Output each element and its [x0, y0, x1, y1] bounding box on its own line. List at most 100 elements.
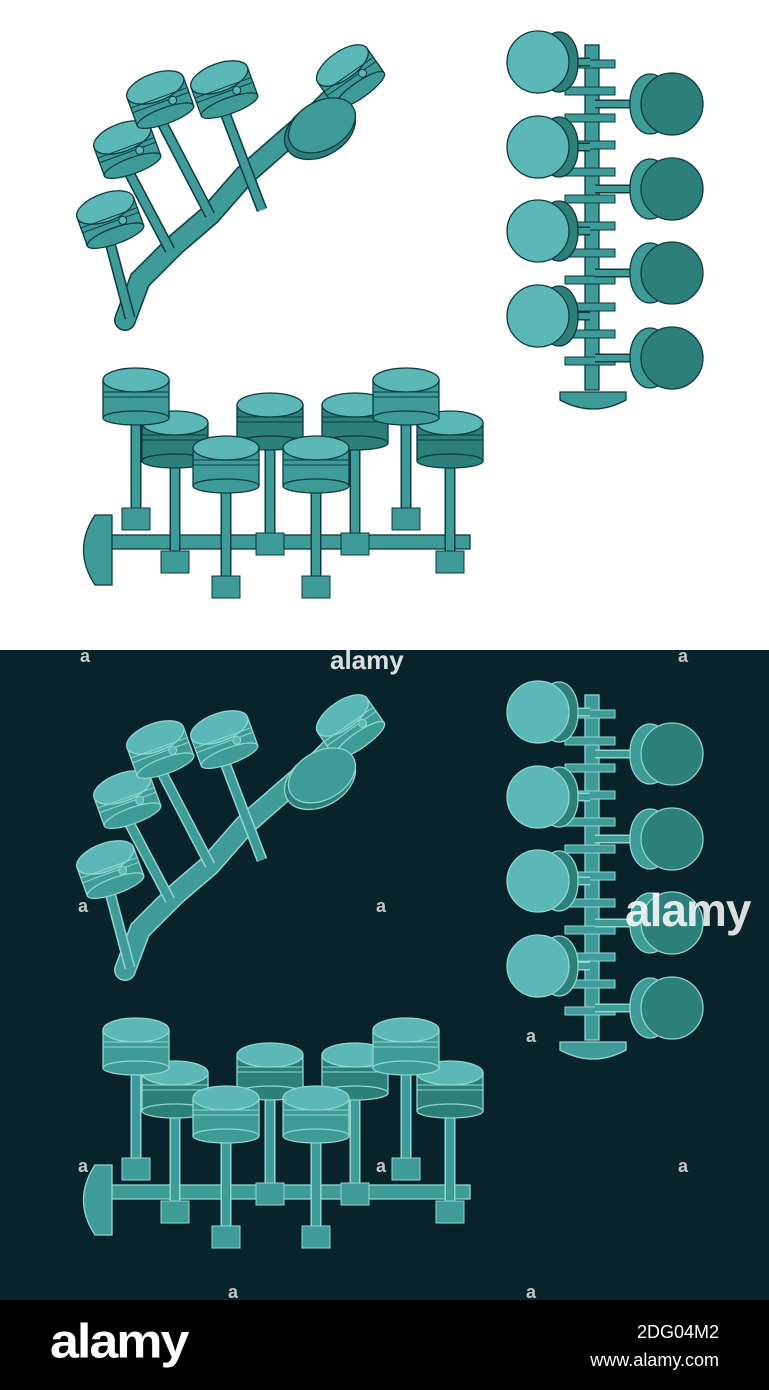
piston-front: [372, 1017, 440, 1181]
piston: [76, 190, 145, 250]
piston: [126, 720, 195, 780]
piston-ring: [97, 787, 155, 809]
piston-top-view: [640, 72, 704, 136]
watermark-mark: a: [78, 896, 89, 916]
piston-base: [372, 1060, 440, 1076]
flywheel-front: [82, 1164, 113, 1236]
piston-ring: [99, 141, 157, 164]
piston-crown: [190, 60, 249, 95]
piston-base: [416, 453, 484, 469]
piston-base: [192, 1128, 260, 1144]
dark-illustration-panel: [0, 650, 769, 1300]
flywheel-top: [559, 1041, 627, 1060]
crank-throw: [211, 1225, 241, 1249]
connecting-rod: [154, 763, 214, 867]
crank-throw: [160, 550, 190, 574]
stock-footer-bar: alamy 2DG04M2 www.alamy.com: [0, 1300, 769, 1390]
piston-pin: [232, 735, 242, 745]
watermark-mark: a: [78, 1156, 89, 1176]
connecting-rod: [121, 813, 174, 902]
piston-top-view: [640, 807, 704, 871]
piston-crown: [282, 1085, 350, 1111]
crank-throw: [391, 507, 421, 531]
piston-pin: [135, 795, 145, 805]
piston-ring: [82, 861, 140, 884]
crank-web: [564, 113, 616, 123]
piston-front: [102, 1017, 170, 1181]
connecting-rod: [218, 753, 266, 862]
piston-base: [282, 478, 350, 494]
piston-pin: [118, 215, 128, 225]
piston-back: [321, 1042, 389, 1206]
piston-bottom: [86, 222, 145, 250]
connecting-rod: [121, 163, 174, 252]
flywheel-face: [287, 747, 357, 804]
crank-throw: [340, 532, 370, 556]
crank-web: [564, 925, 616, 935]
piston-front: [192, 435, 260, 599]
crank-throw: [160, 1200, 190, 1224]
piston-top-view: [640, 722, 704, 786]
piston-ring: [132, 91, 190, 114]
piston-front: [372, 367, 440, 531]
piston-ring: [194, 727, 252, 749]
piston-crown: [236, 1042, 304, 1068]
piston: [93, 770, 162, 830]
piston-bottom: [200, 742, 259, 770]
piston-ring: [326, 710, 377, 747]
piston-crown: [76, 840, 135, 875]
piston-front: [282, 435, 350, 599]
piston-top-view: [506, 765, 570, 829]
crankshaft-front: [99, 534, 471, 550]
piston-front: [192, 1085, 260, 1249]
piston-ring: [82, 211, 140, 234]
piston-pin: [118, 865, 128, 875]
piston-pin: [168, 745, 178, 755]
piston-pin: [232, 85, 242, 95]
piston-top-view: [506, 849, 570, 913]
crank-throw: [435, 1200, 465, 1224]
piston-crown: [372, 1017, 440, 1043]
connecting-rod: [154, 113, 214, 217]
piston-ring: [196, 81, 254, 104]
flywheel: [283, 747, 357, 811]
dark-engine-drawing: [0, 650, 769, 1300]
piston-ring: [323, 56, 374, 93]
piston-top-view: [640, 157, 704, 221]
piston-crown: [192, 1085, 260, 1111]
top-view: [506, 30, 704, 410]
piston-bottom: [136, 102, 195, 130]
piston-bottom: [103, 152, 162, 180]
piston-base: [416, 1103, 484, 1119]
piston-top-view: [506, 30, 570, 94]
crank-throw: [301, 575, 331, 599]
piston-ring: [323, 706, 374, 743]
piston-pin: [358, 718, 368, 728]
piston: [190, 710, 259, 770]
piston-crown: [190, 710, 249, 745]
piston-base: [102, 1060, 170, 1076]
piston-crown: [102, 367, 170, 393]
watermark-mark: a: [678, 1156, 689, 1176]
piston: [126, 70, 195, 130]
piston-base: [102, 410, 170, 426]
piston-top-view: [506, 680, 570, 744]
crank-web: [564, 736, 616, 746]
piston-ring: [130, 737, 188, 759]
crank-throw: [255, 1182, 285, 1206]
piston-top-view: [640, 891, 704, 955]
piston-crown: [102, 1017, 170, 1043]
piston-top-view: [506, 284, 570, 348]
light-engine-drawing: [0, 0, 769, 650]
piston-bottom: [200, 92, 259, 120]
piston-ring: [196, 731, 254, 754]
piston-bottom: [86, 872, 145, 900]
piston-crown: [76, 190, 135, 225]
crank-throw: [340, 1182, 370, 1206]
piston-crown: [282, 435, 350, 461]
piston-top-view: [640, 976, 704, 1040]
flywheel-top: [559, 391, 627, 410]
watermark-mark: a: [228, 1282, 239, 1302]
top-view: [506, 680, 704, 1060]
